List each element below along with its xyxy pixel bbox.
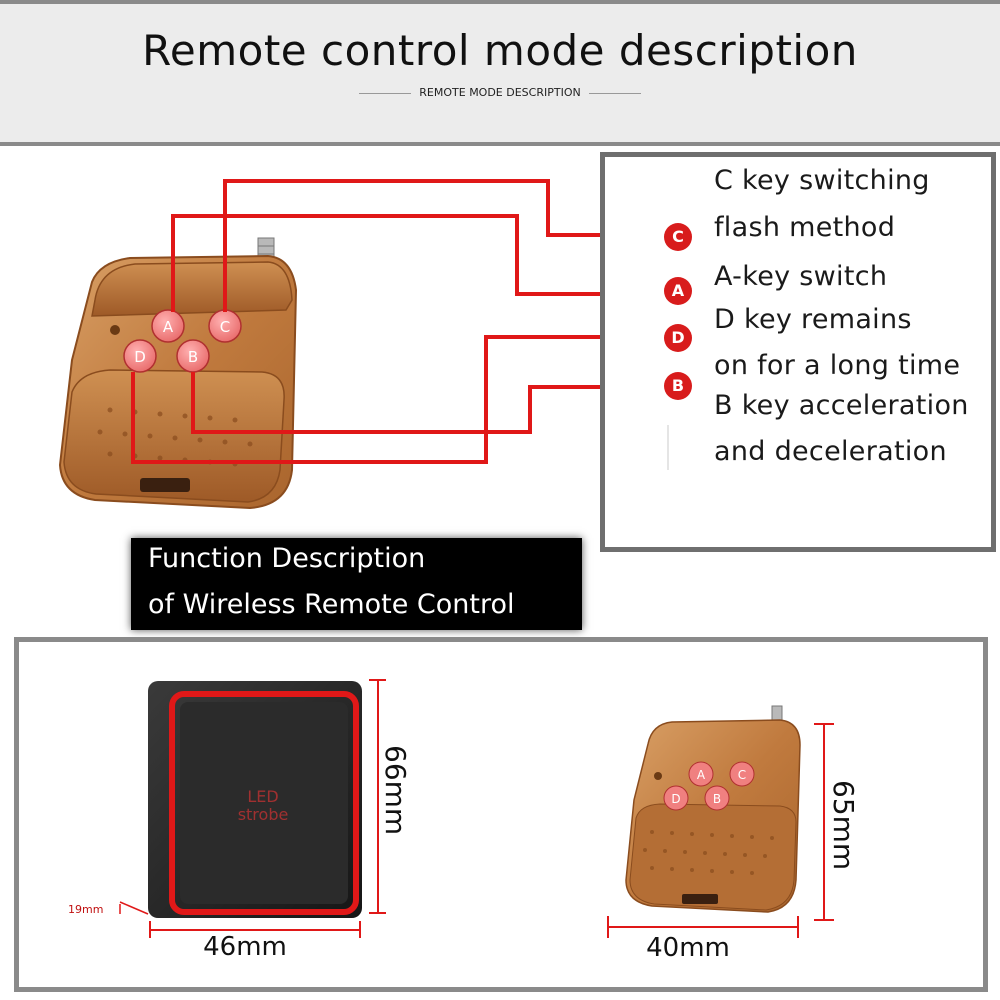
small-remote-button-a-label: A xyxy=(697,768,706,782)
strobe-width-dimension xyxy=(149,921,361,938)
small-remote-button-d xyxy=(663,785,689,811)
remote-button-d xyxy=(123,339,157,373)
marker-b: B xyxy=(664,372,692,400)
function-banner-line1: Function Description xyxy=(148,543,426,574)
remote-button-d-label: D xyxy=(134,348,146,366)
callout-line-c xyxy=(223,179,662,312)
small-remote-button-b-label: B xyxy=(713,792,721,806)
function-b-line1: B key acceleration xyxy=(714,390,969,421)
page-subtitle: REMOTE MODE DESCRIPTION xyxy=(0,86,1000,99)
small-remote-button-d-label: D xyxy=(671,792,680,806)
function-a-line1: A-key switch xyxy=(714,261,888,292)
remote-button-a-label: A xyxy=(163,318,174,336)
subtitle-rule-right xyxy=(588,92,641,94)
remote-height-dimension xyxy=(814,723,834,921)
remote-button-a xyxy=(151,309,185,343)
callout-lines xyxy=(131,179,662,464)
subtitle-text: REMOTE MODE DESCRIPTION xyxy=(419,86,581,99)
strobe-depth-label: 19mm xyxy=(68,903,103,916)
callout-line-b xyxy=(191,372,662,434)
remote-button-b-label: B xyxy=(188,348,198,366)
remote-illustration: A C D B xyxy=(58,237,298,510)
marker-a: A xyxy=(664,277,692,305)
marker-c: C xyxy=(664,223,692,251)
dimensions-panel xyxy=(14,637,988,992)
function-d-line2: on for a long time xyxy=(714,350,961,381)
function-banner-line2: of Wireless Remote Control xyxy=(148,589,515,620)
remote-width-label: 40mm xyxy=(646,933,730,963)
header-banner xyxy=(0,0,1000,146)
marker-d: D xyxy=(664,324,692,352)
callout-line-d xyxy=(131,335,662,464)
panel-divider xyxy=(667,425,669,470)
key-ring-slot xyxy=(140,478,190,492)
remote-height-label: 65mm xyxy=(827,780,860,870)
function-d-line1: D key remains xyxy=(714,304,912,335)
page-title: Remote control mode description xyxy=(142,26,858,75)
dimension-illustrations: LED strobe 66mm 46mm 19mm A C D B 6 xyxy=(68,679,860,963)
strobe-depth-dimension xyxy=(119,901,149,915)
remote-width-dimension xyxy=(607,916,799,938)
function-banner: Function Description of Wireless Remote … xyxy=(131,538,582,630)
led-strobe-red-frame xyxy=(169,691,359,915)
strobe-height-dimension xyxy=(369,679,386,914)
led-strobe-label-line2: strobe xyxy=(238,805,289,824)
subtitle-rule-left xyxy=(359,92,412,94)
function-c-line2: flash method xyxy=(714,212,896,243)
strobe-height-label: 66mm xyxy=(379,745,412,835)
small-remote-button-c-label: C xyxy=(738,768,746,782)
led-strobe-label-line1: LED xyxy=(247,787,278,806)
strobe-width-label: 46mm xyxy=(203,932,287,962)
function-b-line2: and deceleration xyxy=(714,436,947,467)
small-remote-button-b xyxy=(704,785,730,811)
callout-line-a xyxy=(171,214,662,312)
remote-button-c-label: C xyxy=(220,318,230,336)
small-remote-button-c xyxy=(729,761,755,787)
function-list-panel xyxy=(600,152,996,552)
small-remote-button-a xyxy=(688,761,714,787)
function-c-line1: C key switching xyxy=(714,165,930,196)
